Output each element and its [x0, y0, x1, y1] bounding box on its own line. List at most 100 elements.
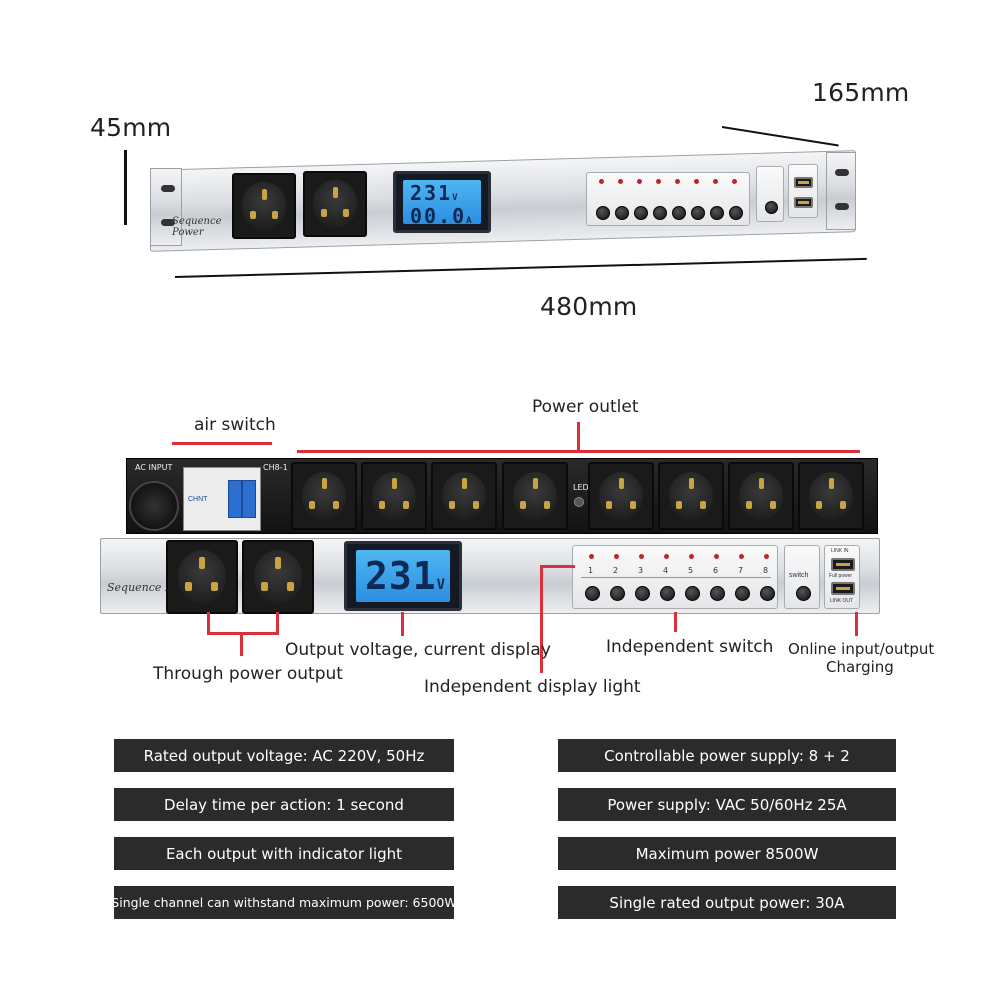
channel-led-8	[764, 554, 769, 559]
through-output-label: Through power output	[153, 664, 343, 684]
brand-logo: Sequence Power	[172, 216, 222, 238]
channel-number: 2	[613, 566, 619, 575]
channel-button-4[interactable]	[660, 586, 675, 601]
display-pointer	[401, 612, 404, 636]
output-display-label: Output voltage, current display	[285, 640, 551, 660]
rear-outlet-5	[588, 462, 654, 530]
channel-button-2[interactable]	[610, 586, 625, 601]
spec-rated-output-power: Single rated output power: 30A	[558, 886, 896, 919]
spec-controllable-supply: Controllable power supply: 8 + 2	[558, 739, 896, 772]
spec-indicator-light: Each output with indicator light	[114, 837, 454, 870]
channel-button-7[interactable]	[735, 586, 750, 601]
usb-port-2[interactable]	[831, 582, 855, 595]
rear-outlet-6	[658, 462, 724, 530]
switch-panel-front: switch	[784, 545, 820, 609]
depth-dimension-label: 165mm	[812, 78, 910, 107]
independent-switch-label: Independent switch	[606, 637, 774, 657]
display-light-arm	[540, 565, 575, 568]
front-voltage-readout: 231	[365, 554, 437, 598]
channel-button-6[interactable]	[710, 586, 725, 601]
usb-panel-front: LINK IN Full power LINK OUT	[824, 545, 860, 609]
channel-button-8[interactable]	[760, 586, 775, 601]
through-outlet-2	[303, 171, 367, 237]
switch-panel-top	[756, 166, 784, 222]
online-io-label: Online input/output	[788, 640, 935, 658]
online-io-pointer	[855, 612, 858, 636]
channel-button-3[interactable]	[635, 586, 650, 601]
front-through-outlet-1	[166, 540, 238, 614]
power-outlet-bracket	[297, 450, 860, 453]
power-outlet-pointer	[577, 422, 580, 452]
voltage-unit: V	[452, 193, 460, 203]
channel-led-1	[589, 554, 594, 559]
channel-led-2	[614, 554, 619, 559]
spec-power-supply: Power supply: VAC 50/60Hz 25A	[558, 788, 896, 821]
independent-switch-pointer	[674, 612, 677, 632]
height-dimension-line	[124, 150, 127, 225]
model-label: CH8-1	[263, 463, 288, 472]
rack-ear-right	[826, 152, 856, 230]
height-dimension-label: 45mm	[90, 113, 172, 142]
channel-button-1[interactable]	[585, 586, 600, 601]
usb-panel-top	[788, 164, 818, 218]
usb-port-1[interactable]	[831, 558, 855, 571]
air-switch-label: air switch	[194, 415, 276, 435]
spec-rated-voltage: Rated output voltage: AC 220V, 50Hz	[114, 739, 454, 772]
lcd-display-top: 231V 00.0A	[393, 171, 491, 233]
usb-label-full-power: Full power	[829, 573, 853, 579]
front-through-outlet-2	[242, 540, 314, 614]
rear-outlet-7	[728, 462, 794, 530]
through-pointer-left	[207, 612, 210, 634]
rear-outlet-3	[431, 462, 497, 530]
spec-maximum-power: Maximum power 8500W	[558, 837, 896, 870]
rear-outlet-2	[361, 462, 427, 530]
rear-outlet-4	[502, 462, 568, 530]
rear-outlet-8	[798, 462, 864, 530]
charging-label: Charging	[826, 658, 894, 676]
channel-panel-top	[586, 172, 750, 226]
voltage-readout: 231	[410, 181, 453, 205]
channel-number: 8	[763, 566, 769, 575]
through-pointer-right	[276, 612, 279, 634]
power-outlet-label: Power outlet	[532, 397, 639, 417]
usb-label-link-out: LINK OUT	[830, 598, 854, 604]
switch-label: switch	[789, 572, 809, 579]
channel-number: 4	[663, 566, 669, 575]
display-light-pointer	[540, 565, 543, 673]
channel-number: 1	[588, 566, 594, 575]
width-dimension-label: 480mm	[540, 292, 638, 321]
spec-delay-time: Delay time per action: 1 second	[114, 788, 454, 821]
channel-divider	[581, 577, 771, 578]
ac-input-label: AC INPUT	[135, 463, 173, 472]
front-voltage-unit: V	[436, 577, 447, 593]
display-light-label: Independent display light	[424, 677, 641, 697]
width-dimension-line	[174, 257, 867, 278]
channel-led-3	[639, 554, 644, 559]
air-switch-underline	[172, 442, 272, 445]
air-switch-breaker: CHNT	[183, 467, 261, 531]
breaker-brand: CHNT	[188, 496, 208, 503]
current-unit: A	[466, 216, 474, 226]
rear-led-label: LED	[573, 483, 589, 492]
channel-button-5[interactable]	[685, 586, 700, 601]
depth-dimension-line	[721, 126, 839, 147]
lcd-display-front: 231V	[344, 541, 462, 611]
rear-led	[574, 497, 584, 507]
channel-led-5	[689, 554, 694, 559]
channel-led-7	[739, 554, 744, 559]
current-readout: 00.0	[410, 204, 467, 228]
channel-number: 3	[638, 566, 644, 575]
through-bracket	[207, 632, 279, 635]
usb-label-link-in: LINK IN	[831, 548, 849, 554]
channel-number: 5	[688, 566, 694, 575]
through-stem	[240, 632, 243, 656]
master-switch-button[interactable]	[796, 586, 811, 601]
channel-led-4	[664, 554, 669, 559]
rack-ear-left	[150, 168, 182, 246]
power-cord	[129, 481, 179, 531]
channel-number: 6	[713, 566, 719, 575]
channel-led-6	[714, 554, 719, 559]
rear-outlet-1	[291, 462, 357, 530]
spec-single-channel-power: Single channel can withstand maximum pow…	[111, 886, 457, 919]
